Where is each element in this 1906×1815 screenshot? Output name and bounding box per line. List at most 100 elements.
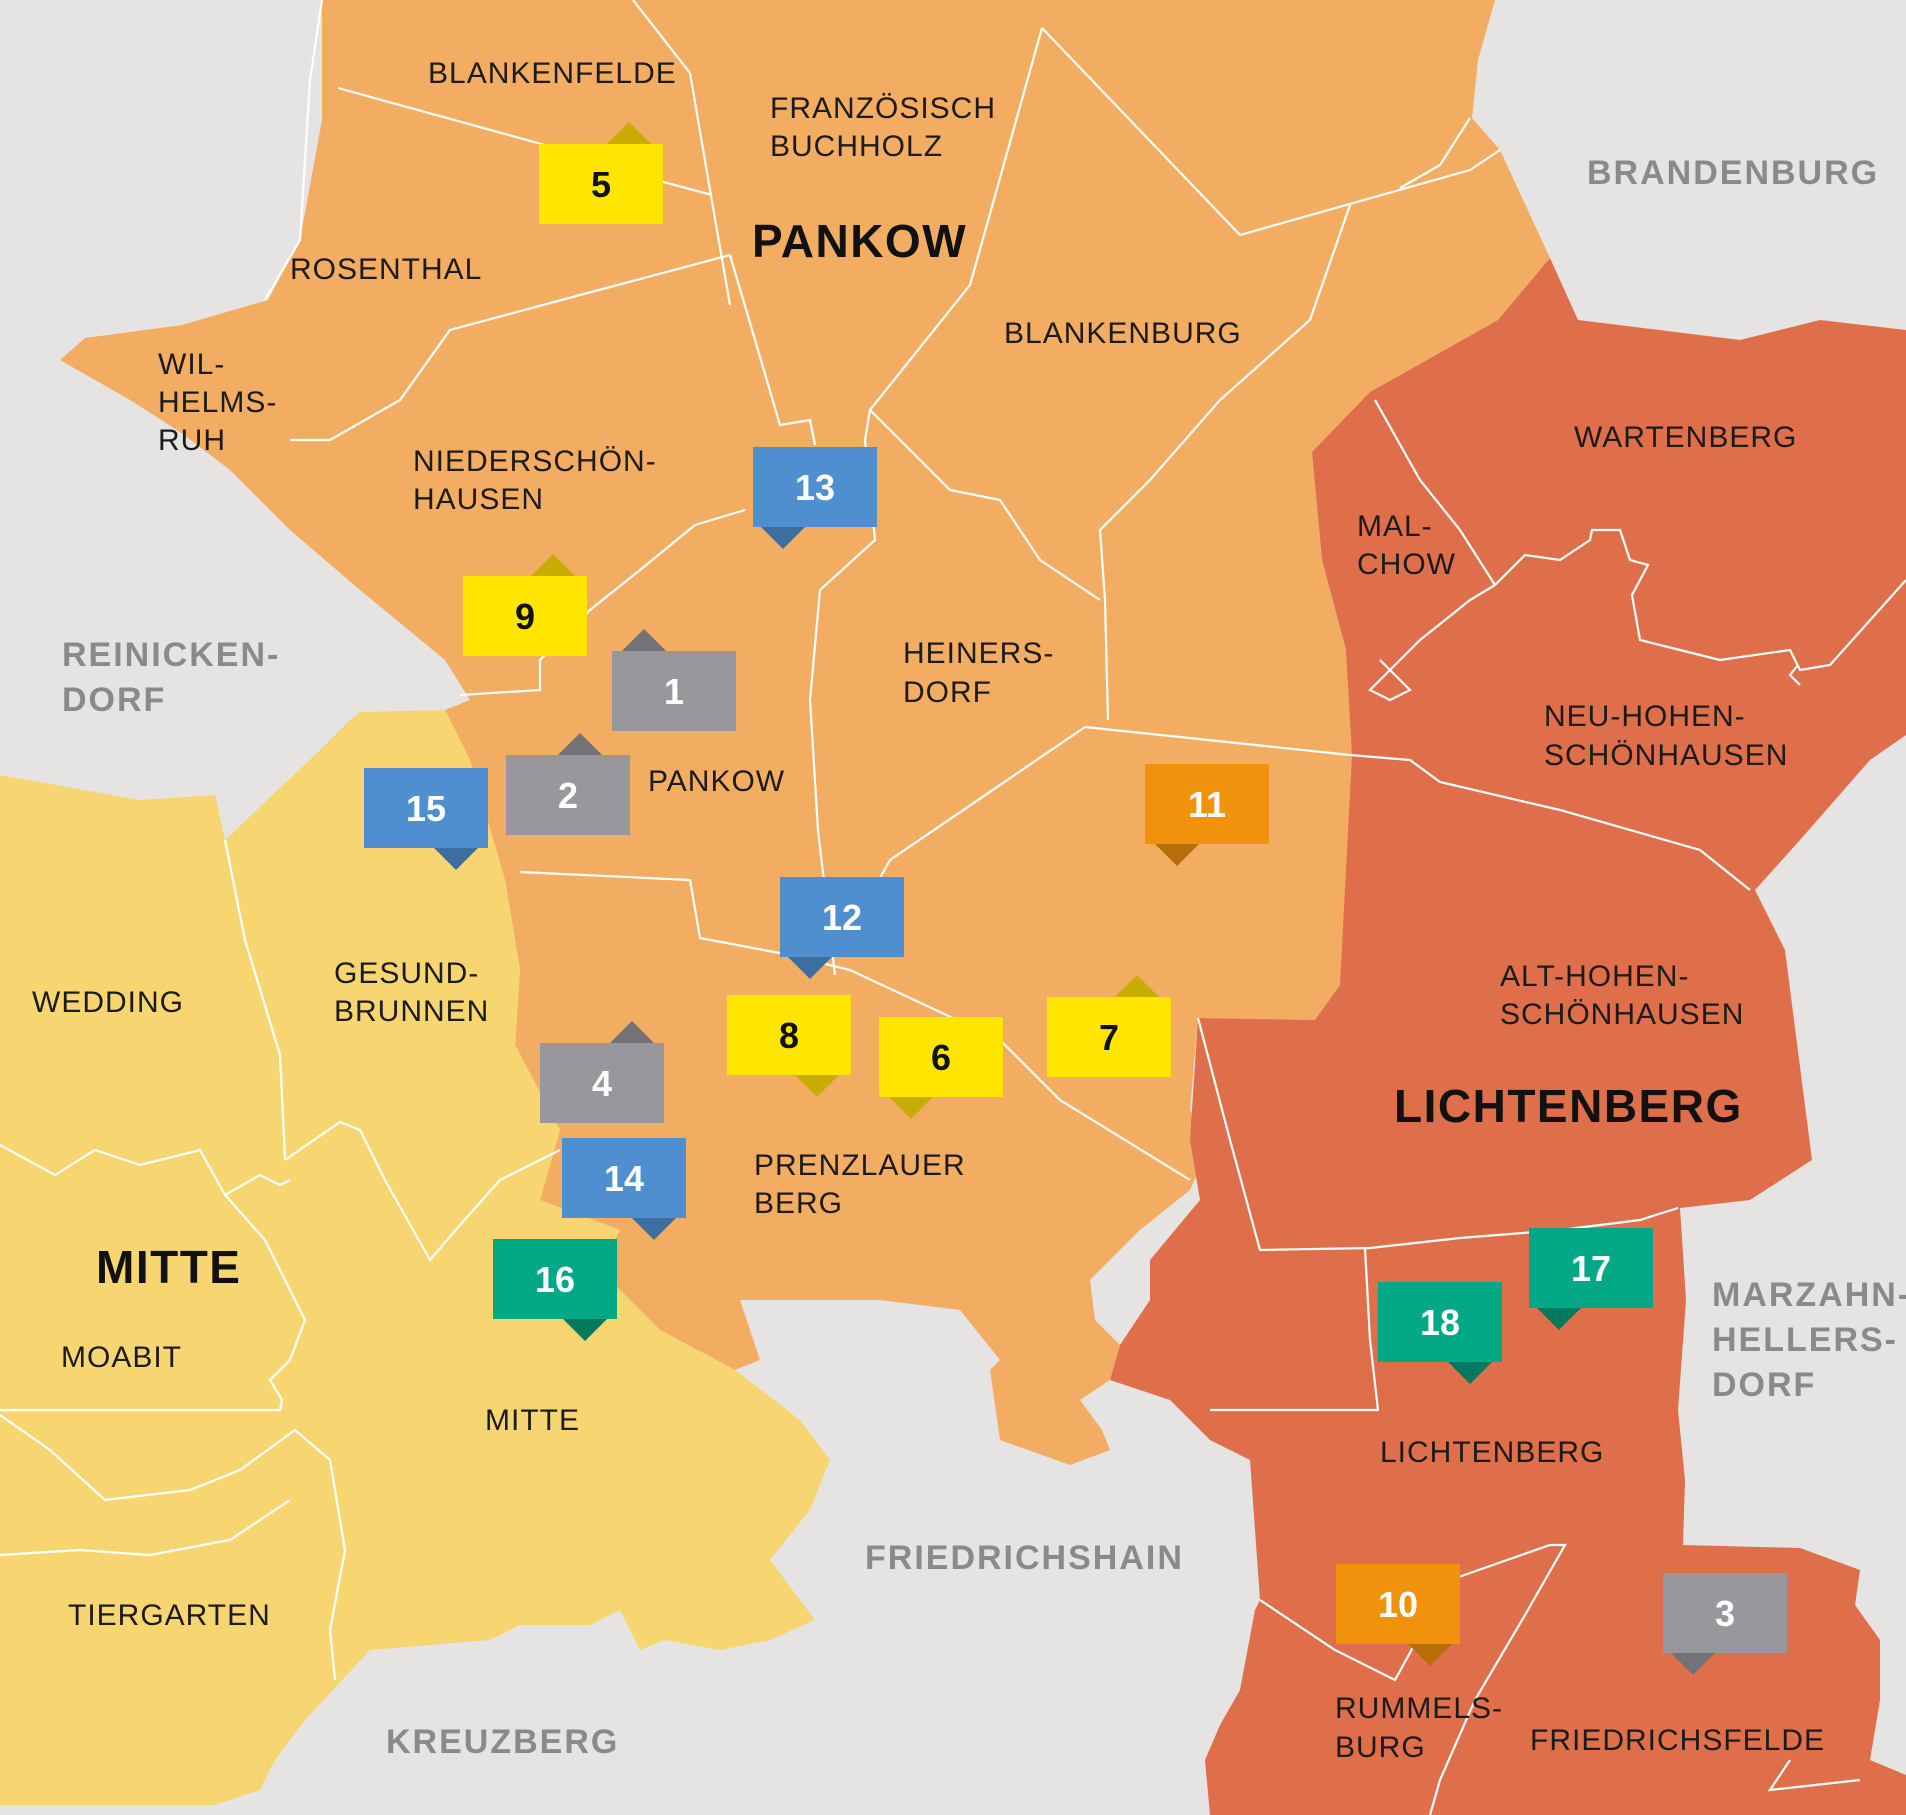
district-label-wilhelmsruh: WIL- HELMS- RUH: [158, 348, 287, 457]
marker-12-label: 12: [822, 897, 862, 938]
marker-15-pointer: [434, 848, 478, 870]
district-label-rosenthal: ROSENTHAL: [290, 253, 482, 286]
district-label-gesundbrunnen: GESUND- BRUNNEN: [334, 957, 489, 1028]
marker-2-label: 2: [558, 775, 578, 816]
marker-14-label: 14: [604, 1158, 644, 1199]
marker-4-label: 4: [592, 1063, 612, 1104]
marker-17-box: [1529, 1228, 1653, 1308]
district-label-lichtenberg: LICHTENBERG: [1380, 1436, 1604, 1469]
marker-13-box: [753, 447, 877, 527]
marker-14[interactable]: 14: [562, 1138, 686, 1240]
district-label-prenzlauer-berg: PRENZLAUER BERG: [754, 1149, 975, 1220]
district-label-alt-hohenschoenhausen: ALT-HOHEN- SCHÖNHAUSEN: [1500, 960, 1744, 1031]
marker-15-box: [364, 768, 488, 848]
marker-9[interactable]: 9: [463, 554, 587, 656]
marker-4-pointer: [610, 1021, 654, 1043]
marker-18-pointer: [1448, 1362, 1492, 1384]
region-label-kreuzberg: KREUZBERG: [386, 1723, 619, 1761]
marker-18-label: 18: [1420, 1302, 1460, 1343]
marker-5-pointer: [607, 122, 651, 144]
marker-8-box: [727, 995, 851, 1075]
marker-8[interactable]: 8: [727, 995, 851, 1097]
marker-10-label: 10: [1378, 1584, 1418, 1625]
marker-8-pointer: [795, 1075, 839, 1097]
marker-14-box: [562, 1138, 686, 1218]
marker-15[interactable]: 15: [364, 768, 488, 870]
borough-label-lichtenberg: LICHTENBERG: [1394, 1080, 1743, 1132]
marker-2-box: [506, 755, 630, 835]
marker-3-box: [1663, 1573, 1787, 1653]
marker-16-pointer: [563, 1319, 607, 1341]
marker-18-box: [1378, 1282, 1502, 1362]
marker-7-label: 7: [1099, 1017, 1119, 1058]
marker-12-pointer: [788, 957, 832, 979]
region-lichtenberg[interactable]: [1110, 258, 1906, 1815]
district-label-tiergarten: TIERGARTEN: [68, 1599, 271, 1632]
marker-16-label: 16: [535, 1259, 575, 1300]
marker-10[interactable]: 10: [1336, 1564, 1460, 1666]
marker-1-label: 1: [664, 671, 684, 712]
marker-5-box: [539, 144, 663, 224]
marker-7-box: [1047, 997, 1171, 1077]
marker-11[interactable]: 11: [1145, 764, 1269, 866]
marker-5[interactable]: 5: [539, 122, 663, 224]
district-label-rummelsburg: RUMMELS- BURG: [1335, 1692, 1512, 1764]
district-label-malchow: MAL- CHOW: [1357, 510, 1456, 581]
marker-8-label: 8: [779, 1015, 799, 1056]
marker-11-box: [1145, 764, 1269, 844]
marker-18[interactable]: 18: [1378, 1282, 1502, 1384]
district-label-wedding: WEDDING: [32, 986, 184, 1019]
region-label-friedrichshain: FRIEDRICHSHAIN: [865, 1539, 1184, 1577]
marker-11-pointer: [1155, 844, 1199, 866]
marker-6-pointer: [889, 1097, 933, 1119]
marker-3-pointer: [1671, 1653, 1715, 1675]
marker-1-pointer: [622, 629, 666, 651]
marker-6-label: 6: [931, 1037, 951, 1078]
marker-13-pointer: [761, 527, 805, 549]
marker-12[interactable]: 12: [780, 877, 904, 979]
marker-1-box: [612, 651, 736, 731]
marker-3[interactable]: 3: [1663, 1573, 1787, 1675]
marker-7-pointer: [1115, 975, 1159, 997]
borough-label-pankow: PANKOW: [752, 215, 967, 267]
marker-4-box: [540, 1043, 664, 1123]
region-label-marzahn-hellersdorf: MARZAHN- HELLERS- DORF: [1712, 1276, 1906, 1404]
marker-9-box: [463, 576, 587, 656]
district-label-blankenburg: BLANKENBURG: [1004, 317, 1242, 350]
marker-4[interactable]: 4: [540, 1021, 664, 1123]
marker-2-pointer: [558, 733, 602, 755]
district-label-heinersdorf: HEINERS- DORF: [903, 637, 1064, 709]
district-label-wartenberg: WARTENBERG: [1574, 421, 1797, 454]
marker-5-label: 5: [591, 164, 611, 205]
marker-17-pointer: [1537, 1308, 1581, 1330]
region-pankow[interactable]: [60, 0, 1550, 1465]
marker-12-box: [780, 877, 904, 957]
district-label-niederschoenhausen: NIEDERSCHÖN- HAUSEN: [413, 445, 666, 516]
marker-13[interactable]: 13: [753, 447, 877, 549]
district-label-neu-hohenschoenhausen: NEU-HOHEN- SCHÖNHAUSEN: [1544, 700, 1788, 772]
district-label-moabit: MOABIT: [61, 1341, 182, 1374]
marker-9-label: 9: [515, 596, 535, 637]
marker-13-label: 13: [795, 467, 835, 508]
district-label-blankenfelde: BLANKENFELDE: [428, 57, 677, 90]
district-label-pankow: PANKOW: [648, 765, 785, 798]
marker-10-pointer: [1408, 1644, 1452, 1666]
marker-10-box: [1336, 1564, 1460, 1644]
region-label-brandenburg: BRANDENBURG: [1587, 154, 1879, 192]
marker-16[interactable]: 16: [493, 1239, 617, 1341]
marker-2[interactable]: 2: [506, 733, 630, 835]
region-mitte[interactable]: [0, 710, 830, 1805]
marker-6[interactable]: 6: [879, 1017, 1003, 1119]
marker-6-box: [879, 1017, 1003, 1097]
borough-label-mitte: MITTE: [96, 1241, 241, 1293]
marker-16-box: [493, 1239, 617, 1319]
marker-17-label: 17: [1571, 1248, 1611, 1289]
region-label-reinickendorf: REINICKEN- DORF: [62, 636, 292, 719]
district-label-friedrichsfelde: FRIEDRICHSFELDE: [1530, 1724, 1825, 1757]
marker-1[interactable]: 1: [612, 629, 736, 731]
marker-15-label: 15: [406, 788, 446, 829]
marker-17[interactable]: 17: [1529, 1228, 1653, 1330]
marker-7[interactable]: 7: [1047, 975, 1171, 1077]
marker-14-pointer: [632, 1218, 676, 1240]
